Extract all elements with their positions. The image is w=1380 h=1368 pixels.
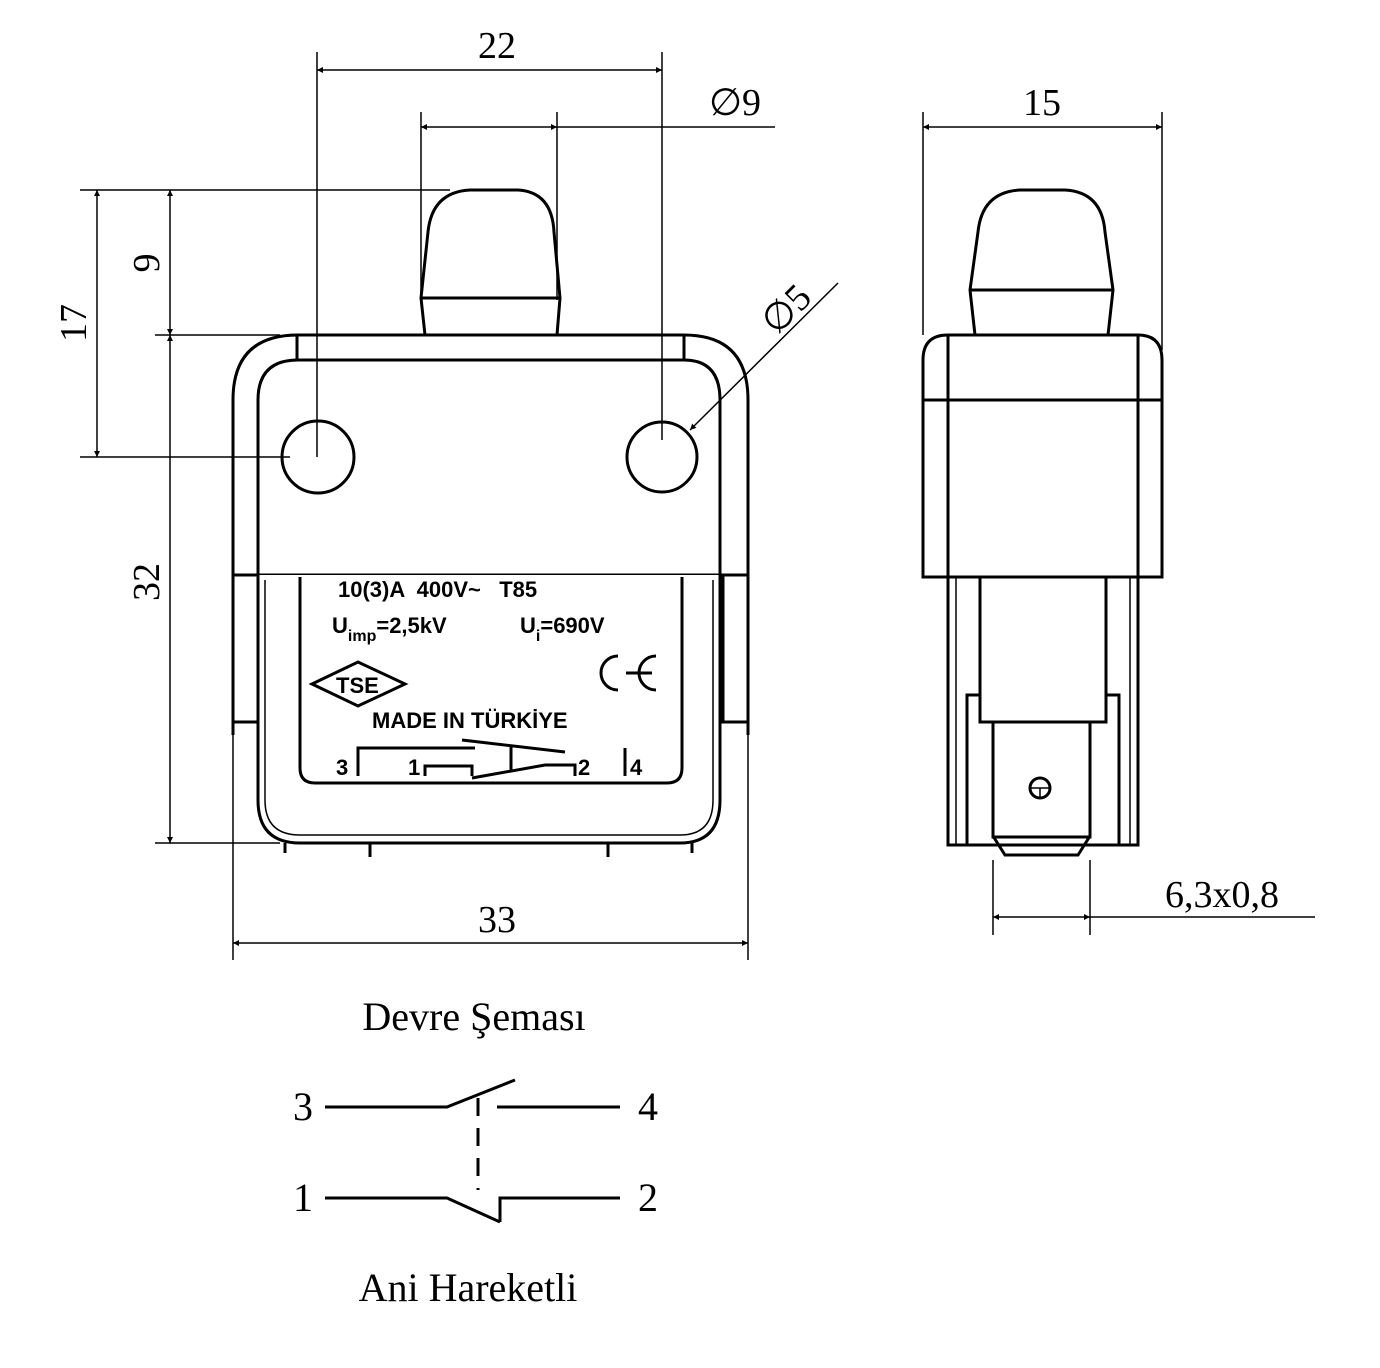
made-in-text: MADE IN TÜRKİYE bbox=[372, 708, 568, 733]
terminal-3: 3 bbox=[293, 1084, 313, 1129]
rating-text: 10(3)A 400V~ T85 bbox=[338, 577, 537, 602]
tse-logo: TSE bbox=[308, 660, 409, 708]
plunger bbox=[419, 188, 562, 337]
terminal-2: 2 bbox=[638, 1175, 658, 1220]
schematic-title: Devre Şeması bbox=[362, 994, 585, 1039]
dim-terminal: 6,3x0,8 bbox=[1165, 874, 1279, 916]
front-view: 10(3)A 400V~ T85 Uimp=2,5kV Ui=690V TSE … bbox=[231, 188, 750, 857]
terminal-1: 1 bbox=[293, 1175, 313, 1220]
uimp-text: Uimp=2,5kV bbox=[332, 613, 447, 645]
ce-mark bbox=[599, 654, 657, 692]
dim-9: 9 bbox=[126, 254, 168, 273]
dim-dia-9: ∅9 bbox=[709, 82, 761, 124]
svg-text:TSE: TSE bbox=[336, 673, 379, 698]
dim-32: 32 bbox=[126, 563, 168, 601]
dim-15: 15 bbox=[1023, 82, 1061, 124]
mounting-hole-left bbox=[280, 419, 356, 495]
dim-dia-5: ∅5 bbox=[753, 276, 820, 343]
dim-33: 33 bbox=[478, 899, 516, 941]
schematic-caption: Ani Hareketli bbox=[359, 1265, 578, 1310]
pin-4: 4 bbox=[630, 755, 643, 780]
dim-17: 17 bbox=[53, 304, 95, 342]
pin-3: 3 bbox=[336, 755, 348, 780]
pin-2: 2 bbox=[578, 755, 590, 780]
dimension-lines bbox=[80, 52, 1315, 960]
side-view bbox=[921, 188, 1164, 857]
terminal-4: 4 bbox=[638, 1084, 658, 1129]
body-lower bbox=[256, 575, 722, 845]
pin-1: 1 bbox=[408, 755, 420, 780]
cover-plate bbox=[256, 358, 722, 577]
dim-22: 22 bbox=[478, 25, 516, 67]
circuit-schematic bbox=[325, 1078, 620, 1224]
ui-text: Ui=690V bbox=[520, 613, 605, 645]
contact-diagram bbox=[356, 738, 627, 780]
label-plate bbox=[298, 577, 684, 785]
bottom-pins bbox=[283, 843, 694, 857]
